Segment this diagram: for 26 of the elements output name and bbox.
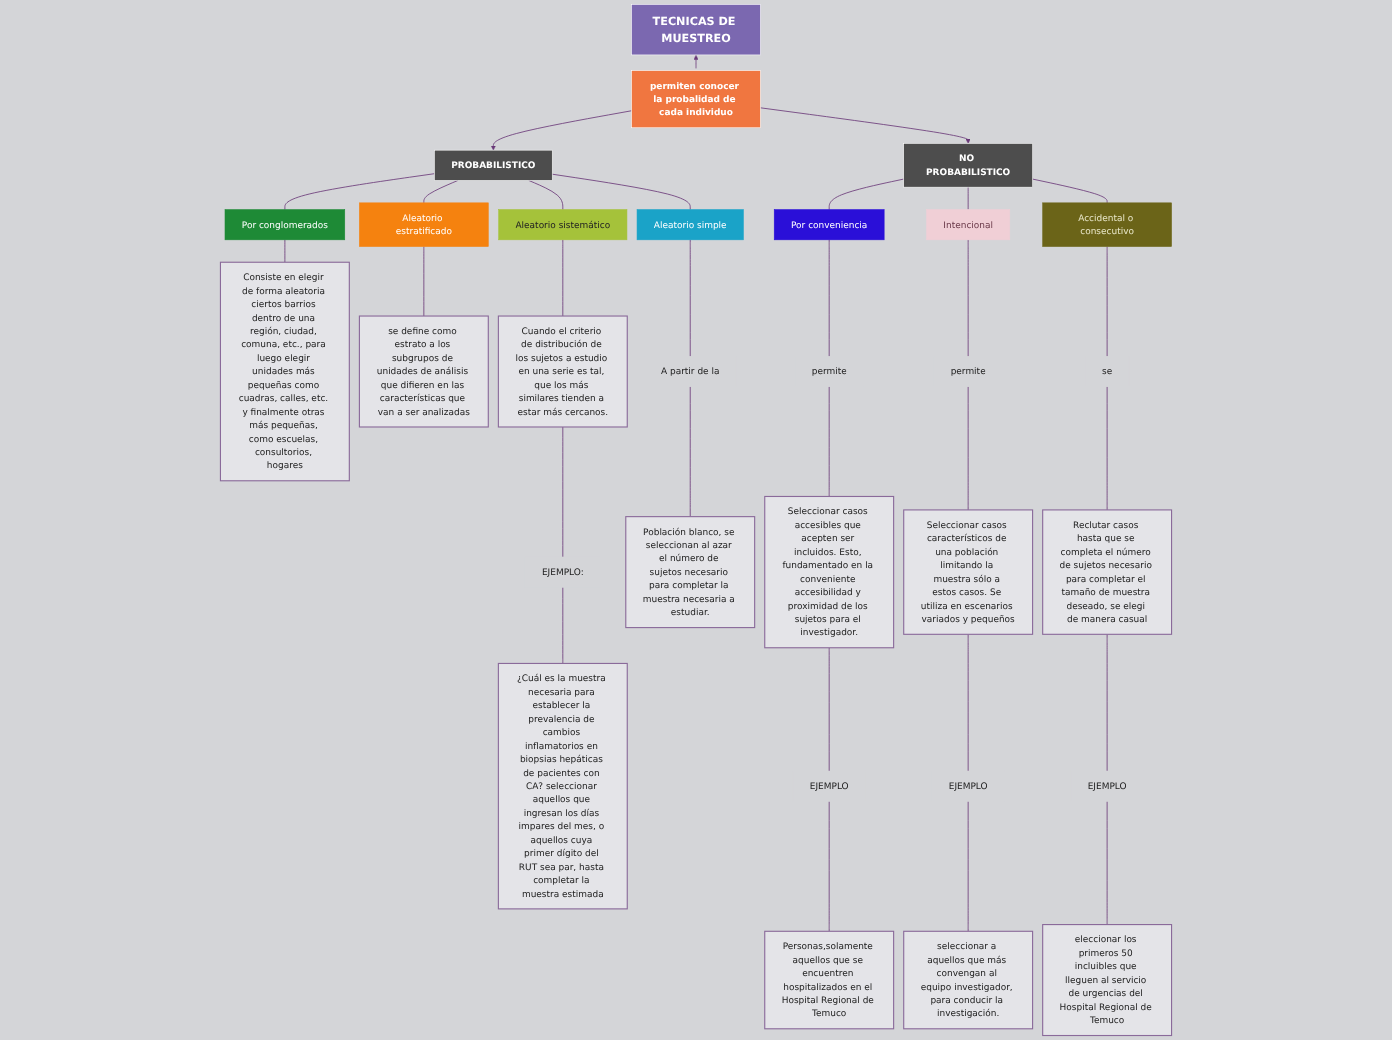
connector	[423, 180, 459, 204]
connector	[828, 386, 830, 497]
connector	[284, 173, 435, 210]
connector	[967, 800, 969, 932]
connector	[562, 239, 564, 317]
connector	[967, 386, 969, 511]
connector	[828, 178, 905, 210]
connector	[528, 180, 564, 210]
connector	[1106, 800, 1108, 925]
connector	[1106, 633, 1108, 772]
connector	[1032, 178, 1108, 204]
connector	[689, 239, 691, 357]
connector	[828, 647, 830, 772]
connector	[967, 239, 969, 357]
connector	[284, 239, 286, 263]
connector	[562, 586, 564, 664]
connector	[1106, 246, 1108, 357]
connector	[423, 246, 425, 317]
connector	[828, 239, 830, 357]
connector	[828, 800, 830, 932]
connector	[562, 426, 564, 558]
connector	[967, 186, 969, 210]
connector	[1106, 386, 1108, 511]
connector	[967, 633, 969, 772]
connector	[689, 386, 691, 518]
connector	[551, 173, 691, 210]
